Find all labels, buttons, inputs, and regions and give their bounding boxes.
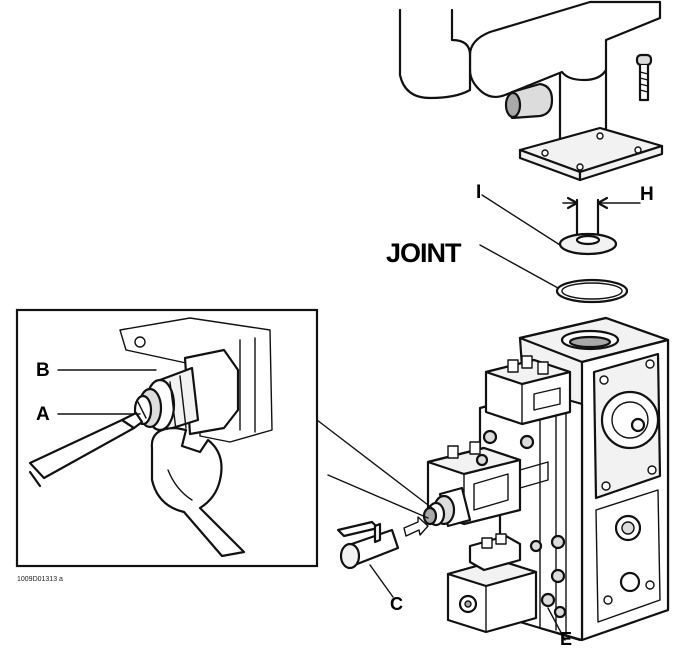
label-c: C — [390, 594, 403, 614]
restrictor-part — [558, 198, 618, 256]
label-e: E — [560, 629, 572, 649]
adjustment-screw-assembly — [422, 486, 472, 528]
dimension-h — [562, 196, 641, 210]
gas-elbow-pipe — [398, 0, 664, 182]
screw-icon — [635, 53, 653, 102]
o-ring-icon — [555, 278, 629, 304]
solenoid-block-upper — [484, 355, 572, 426]
leader-joint — [479, 244, 559, 289]
label-b: B — [36, 360, 50, 381]
figure-code: 1009D01313 a — [17, 576, 63, 583]
leader-c — [369, 564, 394, 598]
cap-part-c — [336, 520, 400, 570]
zoom-leader-top — [316, 419, 433, 509]
direction-arrow — [403, 516, 429, 537]
zoom-leader-bottom — [327, 474, 429, 519]
leader-i — [481, 194, 561, 246]
label-h: H — [640, 184, 654, 205]
screwdriver-icon — [28, 411, 144, 488]
label-joint: JOINT — [386, 238, 462, 268]
leader-e — [547, 607, 566, 641]
wrench-icon — [150, 426, 246, 558]
label-a: A — [36, 404, 50, 425]
solenoid-block-lower — [446, 533, 538, 634]
label-i: I — [476, 182, 481, 203]
